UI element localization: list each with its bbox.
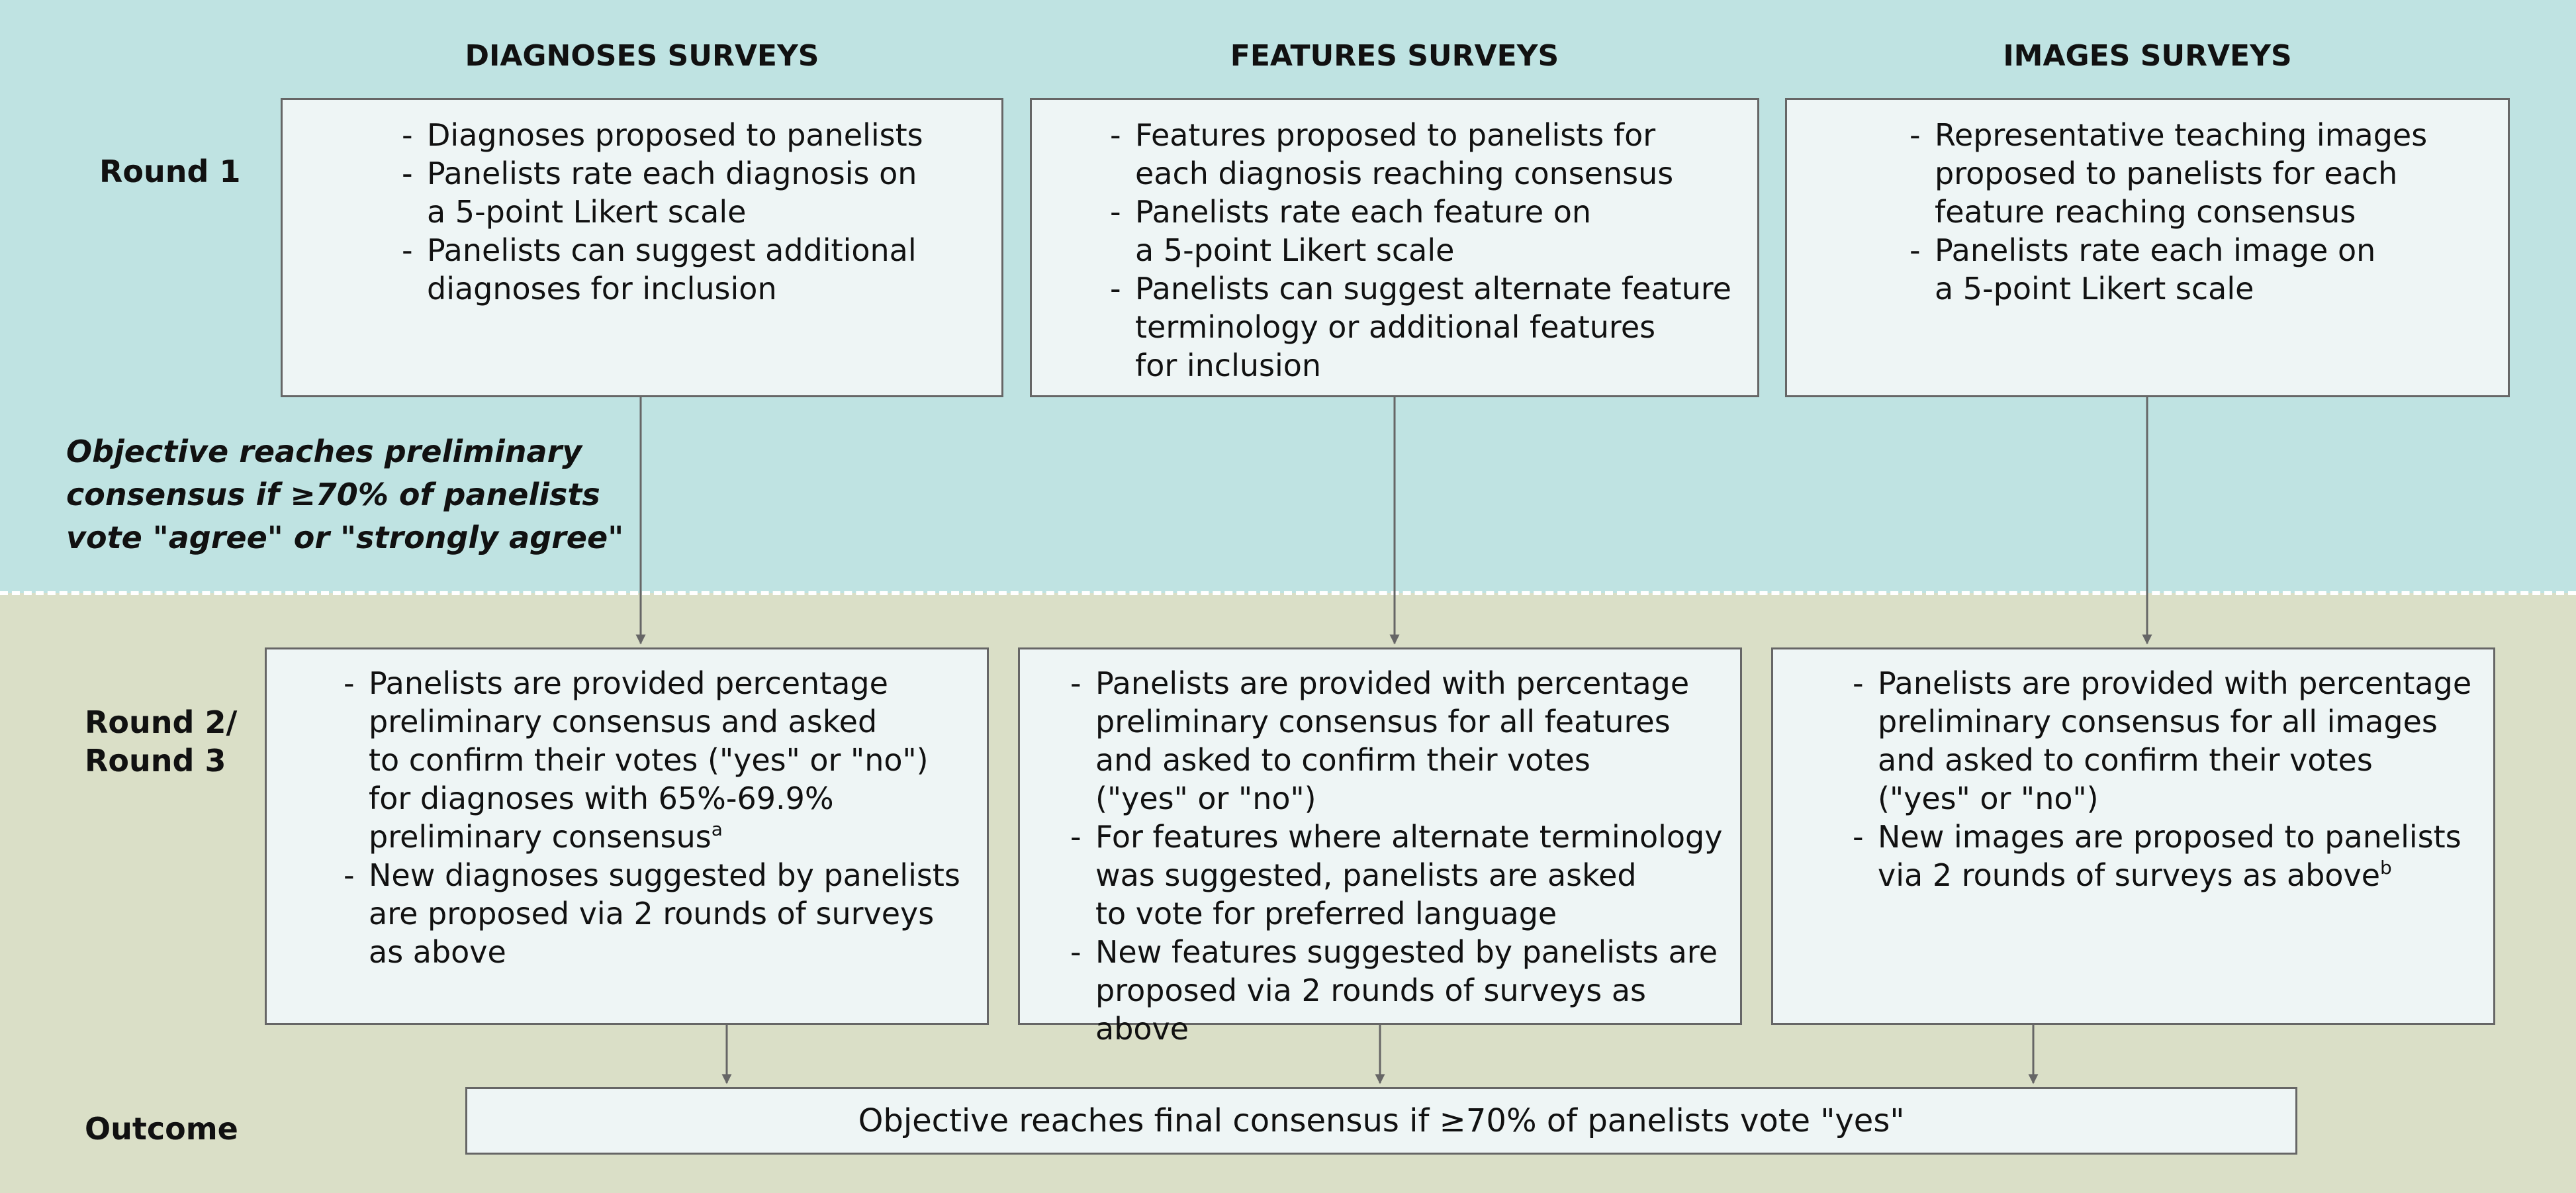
list-item: Panelists rate each image on a 5-point L… <box>1909 231 2508 308</box>
header-images: IMAGES SURVEYS <box>2003 39 2292 73</box>
round23-features-box: Panelists are provided with percentage p… <box>1018 647 1742 1047</box>
footnote-b: b <box>2380 857 2392 879</box>
header-features: FEATURES SURVEYS <box>1230 39 1559 73</box>
footnote-a: a <box>711 818 723 840</box>
round1-diagnoses-box: Diagnoses proposed to panelists Panelist… <box>281 98 1003 397</box>
preliminary-consensus-note: Objective reaches preliminary consensus … <box>66 434 624 555</box>
list-item: Panelists can suggest alternate feature … <box>1110 269 1757 385</box>
round23-diagnoses-list: Panelists are provided percentage prelim… <box>344 664 987 971</box>
round1-features-box: Features proposed to panelists for each … <box>1030 98 1759 397</box>
row-label-round23-line1: Round 2/ <box>85 704 238 740</box>
round1-diagnoses-list: Diagnoses proposed to panelists Panelist… <box>402 116 1001 308</box>
round23-images-box: Panelists are provided with percentage p… <box>1771 647 2495 1025</box>
row-label-round23: Round 2/ Round 3 <box>85 703 237 780</box>
list-item: Panelists rate each diagnosis on a 5-poi… <box>402 154 1001 231</box>
round23-images-list: Panelists are provided with percentage p… <box>1853 664 2493 894</box>
list-item: For features where alternate terminology… <box>1070 818 1740 933</box>
list-item: Representative teaching images proposed … <box>1909 116 2508 231</box>
round23-diagnoses-box: Panelists are provided percentage prelim… <box>265 647 989 1025</box>
list-item: Panelists are provided with percentage p… <box>1853 664 2493 818</box>
list-item: Features proposed to panelists for each … <box>1110 116 1757 193</box>
row-label-round23-line2: Round 3 <box>85 743 226 779</box>
round1-images-list: Representative teaching images proposed … <box>1909 116 2508 308</box>
header-diagnoses: DIAGNOSES SURVEYS <box>465 39 819 73</box>
list-item: Panelists are provided with percentage p… <box>1070 664 1740 818</box>
round1-images-box: Representative teaching images proposed … <box>1785 98 2510 397</box>
list-item: Diagnoses proposed to panelists <box>402 116 1001 154</box>
list-item: New features suggested by panelists are … <box>1070 933 1740 1048</box>
dashed-divider <box>0 591 2576 595</box>
round23-features-list: Panelists are provided with percentage p… <box>1070 664 1740 1048</box>
row-label-outcome: Outcome <box>85 1111 238 1147</box>
list-item: Panelists can suggest additional diagnos… <box>402 231 1001 308</box>
row-label-round1: Round 1 <box>99 154 241 189</box>
list-item: Panelists are provided percentage prelim… <box>344 664 987 856</box>
list-item: New diagnoses suggested by panelists are… <box>344 856 987 971</box>
round1-features-list: Features proposed to panelists for each … <box>1110 116 1757 385</box>
outcome-box: Objective reaches final consensus if ≥70… <box>465 1087 2297 1155</box>
list-item: New images are proposed to panelists via… <box>1853 818 2493 894</box>
list-item: Panelists rate each feature on a 5-point… <box>1110 193 1757 269</box>
